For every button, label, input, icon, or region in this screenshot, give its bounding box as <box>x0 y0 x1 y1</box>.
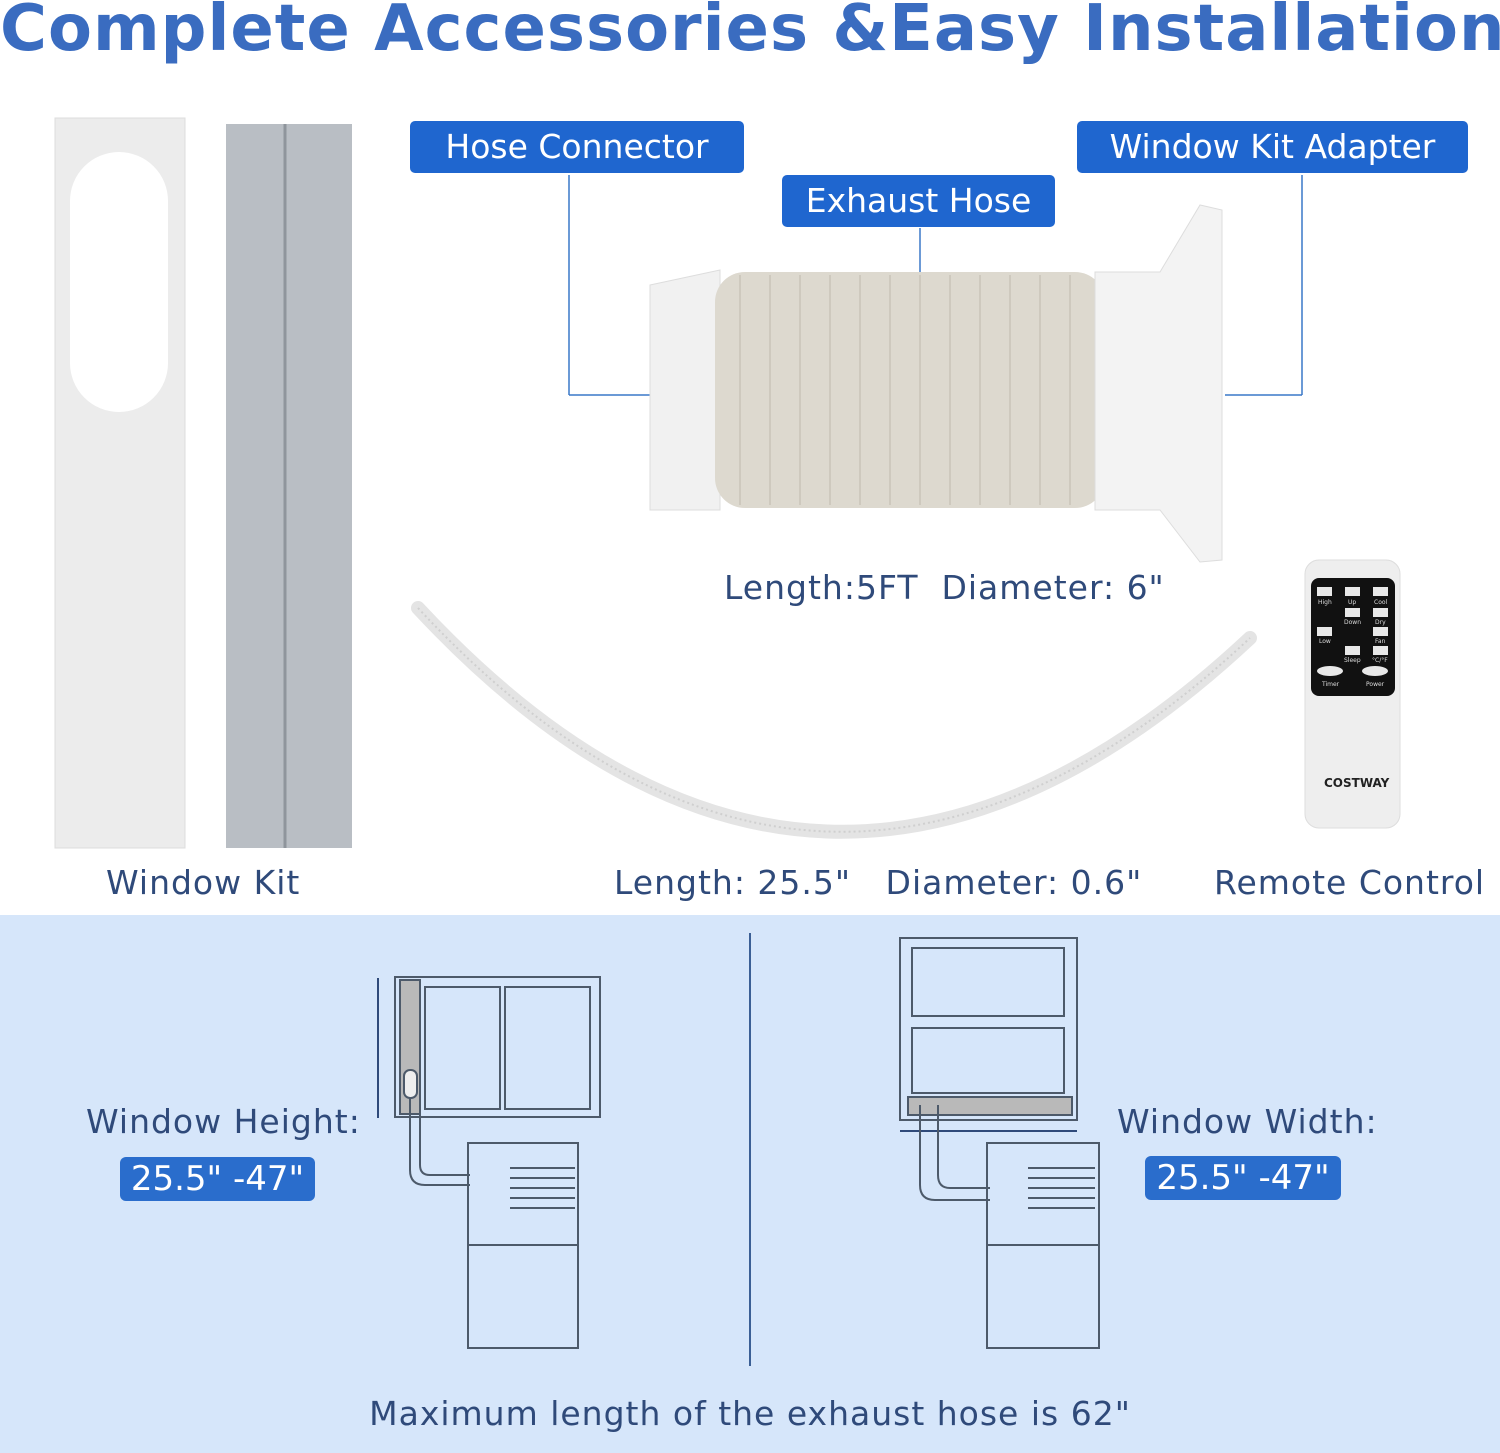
exhaust-hose-spec: Length:5FT Diameter: 6" <box>724 568 1165 607</box>
window-height-label: Window Height: <box>86 1102 361 1141</box>
max-hose-length-note: Maximum length of the exhaust hose is 62… <box>369 1394 1131 1433</box>
remote-btn-sleep: Sleep <box>1344 657 1361 664</box>
remote-btn-low: Low <box>1319 638 1331 645</box>
remote-btn-fan: Fan <box>1375 638 1386 645</box>
remote-btn-cool: Cool <box>1374 599 1388 606</box>
remote-btn-up: Up <box>1348 599 1356 606</box>
exhaust-hose-illustration <box>568 175 1303 563</box>
window-width-range: 25.5" -47" <box>1145 1156 1341 1200</box>
remote-btn-down: Down <box>1344 619 1361 626</box>
remote-control-caption: Remote Control <box>1214 863 1486 902</box>
drain-hose-illustration <box>411 601 1257 839</box>
remote-btn-unit: °C/°F <box>1372 657 1388 664</box>
installation-diagrams <box>377 933 1100 1366</box>
drain-hose-spec: Length: 25.5" Diameter: 0.6" <box>614 863 1143 902</box>
exhaust-hose-label: Exhaust Hose <box>782 175 1055 227</box>
hose-connector-label: Hose Connector <box>410 121 744 173</box>
remote-brand-logo: COSTWAY <box>1324 776 1390 790</box>
window-kit-illustration <box>54 117 352 849</box>
remote-control-illustration: High Up Cool Down Dry Low Fan Sleep °C/°… <box>1304 559 1401 829</box>
page-title: Complete Accessories &Easy Installation <box>0 0 1500 66</box>
window-width-label: Window Width: <box>1117 1102 1378 1141</box>
remote-btn-dry: Dry <box>1375 619 1386 626</box>
remote-btn-high: High <box>1318 599 1332 606</box>
remote-btn-timer: Timer <box>1321 681 1340 688</box>
window-height-range: 25.5" -47" <box>120 1157 315 1201</box>
window-kit-adapter-label: Window Kit Adapter <box>1077 121 1468 173</box>
remote-btn-power: Power <box>1366 681 1385 688</box>
window-kit-caption: Window Kit <box>106 863 301 902</box>
